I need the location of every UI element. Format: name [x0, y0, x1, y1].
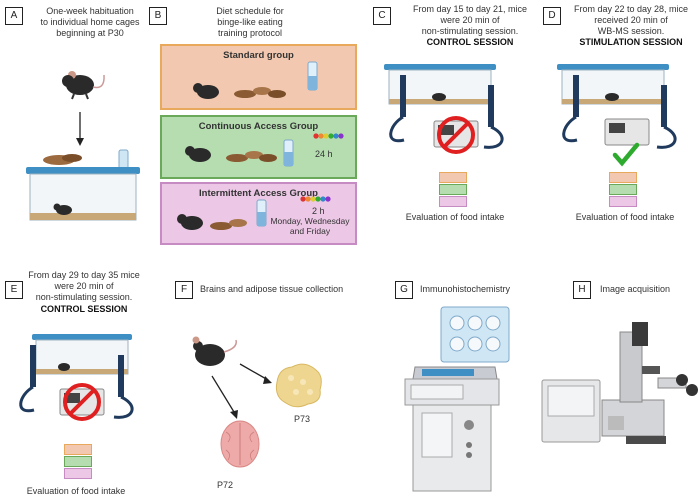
panel-b-description: Diet schedule for binge-like eating trai… — [216, 6, 284, 38]
mouse-icon — [62, 71, 105, 100]
panel-e-group-swatches — [64, 444, 92, 480]
panel-d-session: STIMULATION SESSION — [579, 37, 683, 47]
standard-group-box: Standard group — [160, 44, 357, 110]
panel-d-caption: Evaluation of food intake — [575, 212, 675, 222]
panel-c-letter: C — [373, 7, 391, 25]
microscope-icon — [541, 322, 698, 444]
brain-label: P72 — [216, 480, 233, 490]
intermittent-days: Monday, Wednesday and Friday — [270, 216, 350, 236]
standard-group-title: Standard group — [223, 50, 294, 61]
panel-d-setup-icon — [557, 64, 677, 167]
panel-e-setup-icon — [19, 334, 134, 421]
panel-e-caption: Evaluation of food intake — [26, 486, 126, 496]
panel-h-description: Image acquisition — [600, 284, 671, 294]
panel-f-description: Brains and adipose tissue collection — [200, 284, 344, 294]
continuous-group-title: Continuous Access Group — [198, 121, 319, 132]
panel-h-letter: H — [573, 281, 591, 299]
panel-a-description: One-week habituation to individual home … — [40, 6, 140, 38]
continuous-schedule: 24 h — [315, 149, 333, 159]
cryostat-icon — [404, 306, 510, 492]
panel-d-group-swatches — [609, 172, 637, 208]
panel-a-letter: A — [5, 7, 23, 25]
panel-c-session: CONTROL SESSION — [426, 37, 514, 47]
panel-e-description: From day 29 to day 35 mice were 20 min o… — [28, 270, 140, 302]
panel-g-letter: G — [395, 281, 413, 299]
panel-e-session: CONTROL SESSION — [40, 304, 128, 314]
panel-c-description: From day 15 to day 21, mice were 20 min … — [412, 4, 528, 36]
intermittent-group-title: Intermittent Access Group — [199, 188, 318, 199]
panel-d-letter: D — [543, 7, 561, 25]
panel-c-group-swatches — [439, 172, 467, 208]
panel-g-description: Immunohistochemistry — [420, 284, 511, 294]
panel-b-letter: B — [149, 7, 167, 25]
panel-d-description: From day 22 to day 28, mice received 20 … — [573, 4, 689, 36]
adipose-label: P73 — [293, 414, 310, 424]
home-cage-icon — [26, 149, 140, 221]
panel-f-letter: F — [175, 281, 193, 299]
panel-e-letter: E — [5, 281, 23, 299]
panel-c-setup-icon — [384, 64, 504, 154]
panel-c-caption: Evaluation of food intake — [405, 212, 505, 222]
intermittent-schedule: 2 h — [312, 206, 325, 216]
